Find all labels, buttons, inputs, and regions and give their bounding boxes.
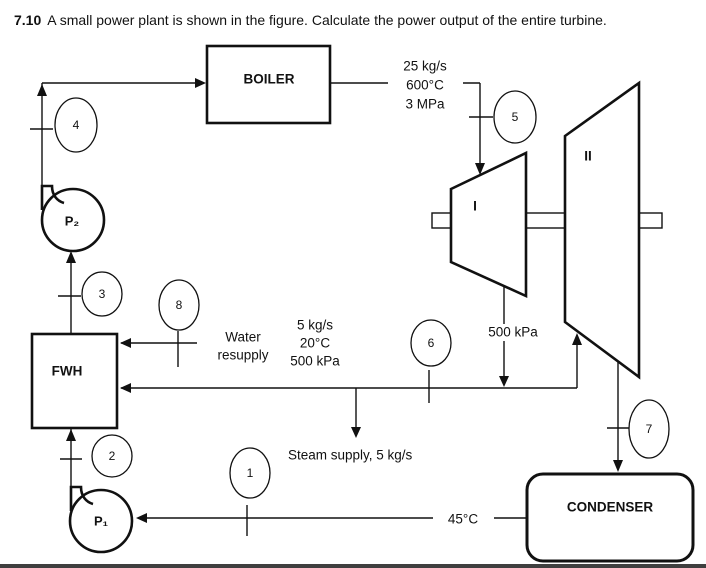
turbine2-label: II xyxy=(584,149,592,164)
state-number-1: 1 xyxy=(247,466,254,480)
resupply-flow-label: 5 kg/s xyxy=(297,318,333,333)
state-number-6: 6 xyxy=(428,336,435,350)
pump1-volute-tail xyxy=(69,485,94,511)
boiler-box xyxy=(205,44,332,125)
state-circle-4 xyxy=(54,97,98,153)
pump1-label: P₁ xyxy=(94,514,108,529)
shaft-stub-left xyxy=(431,212,452,229)
state-circle-3 xyxy=(81,271,123,317)
arrow-up-feed-corner-icon xyxy=(37,84,47,96)
condenser-box xyxy=(525,472,695,563)
arrow-into-turbine1-icon xyxy=(475,163,485,175)
state-circle-7 xyxy=(628,399,670,459)
turbine-stage-2 xyxy=(563,80,641,380)
state-number-4: 4 xyxy=(73,118,80,132)
arrow-resupply-into-fwh-icon xyxy=(120,338,131,348)
arrow-into-pump1-icon xyxy=(136,513,147,523)
boiler-outlet-temp-label: 600°C xyxy=(406,78,444,93)
fwh-label: FWH xyxy=(52,364,83,379)
state-circle-2 xyxy=(91,434,133,478)
shaft-stub-middle xyxy=(525,212,566,229)
pump2-volute-tail xyxy=(40,184,65,210)
arrow-extraction-into-fwh-icon xyxy=(120,383,131,393)
problem-number: 7.10 xyxy=(14,12,42,28)
state-circle-5 xyxy=(493,90,537,144)
pump2-label: P₂ xyxy=(65,214,80,229)
state-number-8: 8 xyxy=(176,298,183,312)
extraction-pressure-label-bg xyxy=(483,324,543,341)
boiler-outlet-flow-label: 25 kg/s xyxy=(403,59,447,74)
boiler-label: BOILER xyxy=(243,72,294,87)
page-edge-strip xyxy=(0,564,706,568)
arrow-into-turbine2-icon xyxy=(572,333,582,345)
arrow-into-boiler-icon xyxy=(195,78,206,88)
turbine1-label: I xyxy=(473,199,477,214)
problem-text: A small power plant is shown in the figu… xyxy=(47,12,607,28)
arrow-into-condenser-icon xyxy=(613,460,623,472)
condenser-label: CONDENSER xyxy=(567,500,654,515)
state-number-5: 5 xyxy=(512,110,519,124)
arrow-into-fwh-bottom-icon xyxy=(66,429,76,441)
resupply-pressure-label: 500 kPa xyxy=(290,354,340,369)
water-resupply-label-line1: Water xyxy=(225,330,261,345)
arrow-steam-supply-icon xyxy=(351,427,361,438)
condenser-outlet-temp-label: 45°C xyxy=(448,512,478,527)
state-circle-6 xyxy=(410,319,452,367)
boiler-outlet-pressure-label: 3 MPa xyxy=(405,97,445,112)
problem-statement: 7.10 A small power plant is shown in the … xyxy=(14,12,694,30)
pump2-body xyxy=(40,187,106,253)
state-number-2: 2 xyxy=(109,449,116,463)
water-resupply-label-line2: resupply xyxy=(217,348,268,363)
steam-supply-label: Steam supply, 5 kg/s xyxy=(288,448,413,463)
arrow-into-pump2-icon xyxy=(66,251,76,263)
state-number-7: 7 xyxy=(646,422,653,436)
fwh-box xyxy=(30,332,119,430)
state-circle-1 xyxy=(229,447,271,499)
pump1-body xyxy=(68,488,134,554)
resupply-temp-label: 20°C xyxy=(300,336,330,351)
state-circle-8 xyxy=(158,279,200,331)
extraction-pressure-label: 500 kPa xyxy=(488,325,538,340)
state-number-3: 3 xyxy=(99,287,106,301)
arrow-extraction-down-icon xyxy=(499,376,509,387)
turbine-stage-1 xyxy=(449,150,528,299)
shaft-stub-right xyxy=(638,212,663,229)
